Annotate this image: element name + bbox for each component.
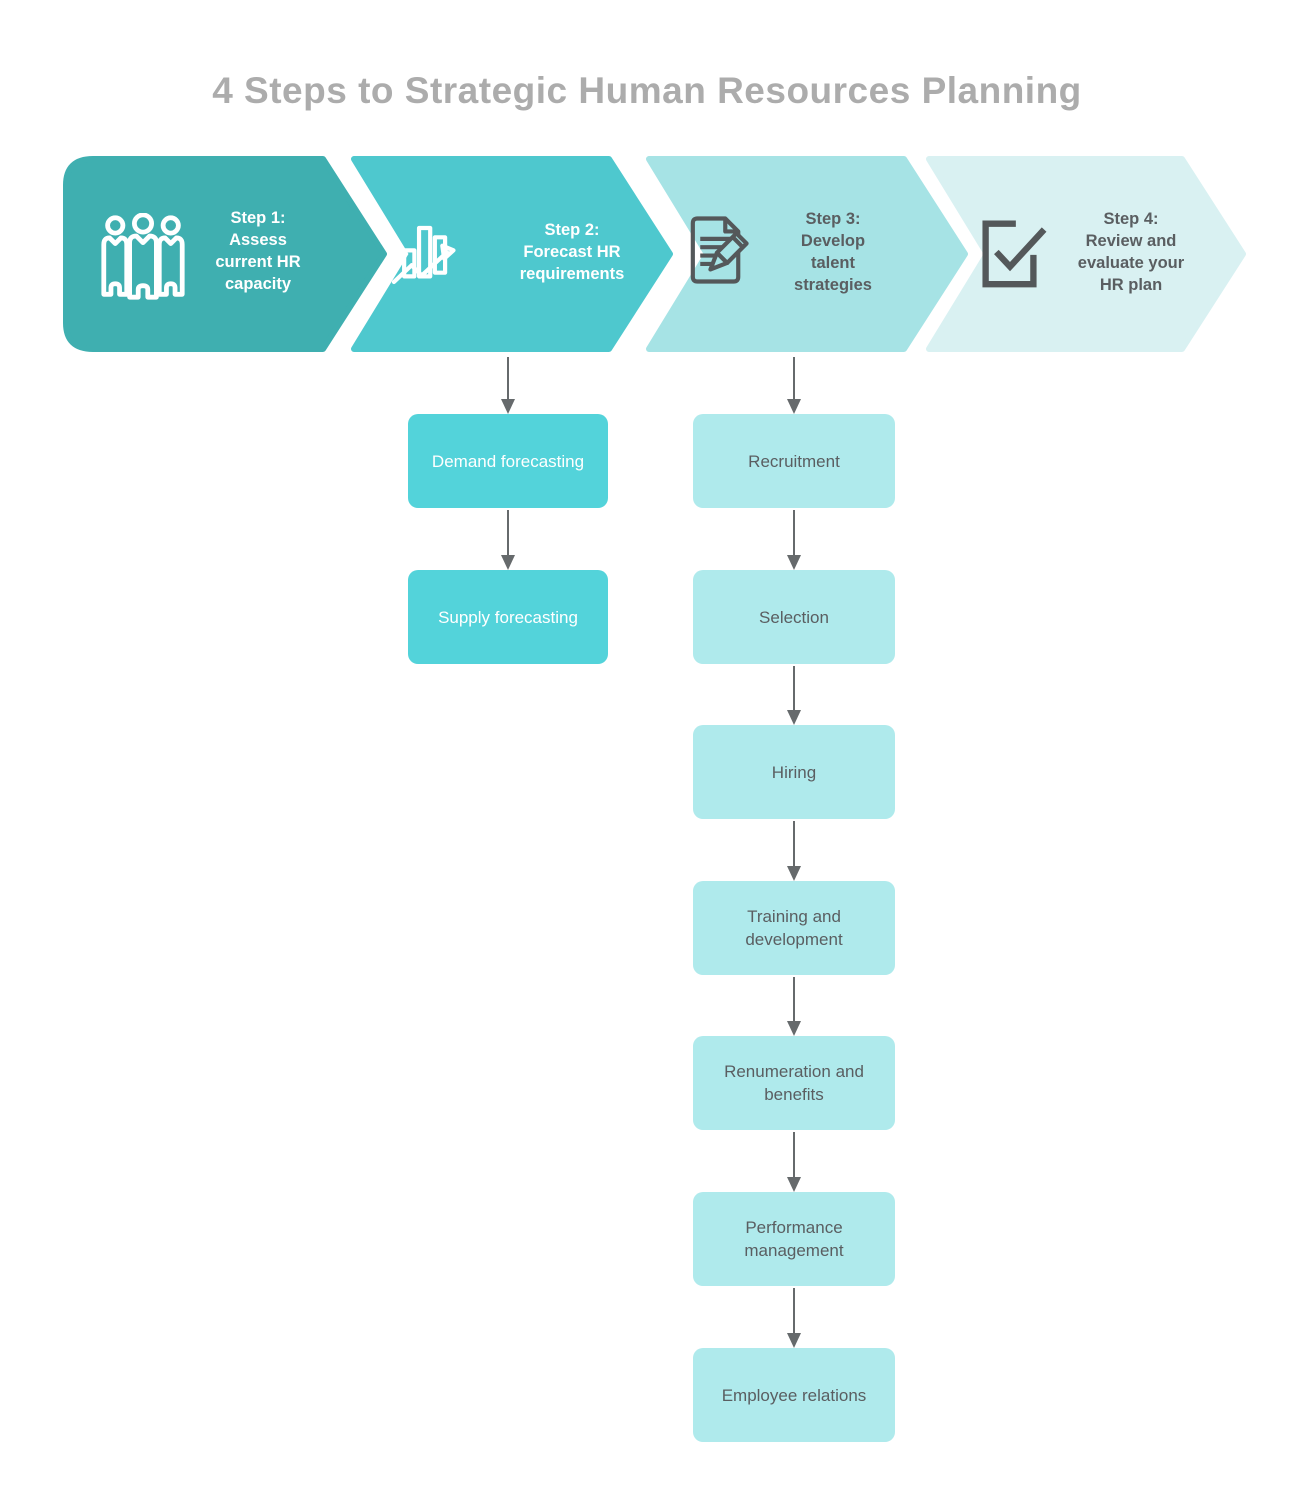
arrow-line: [507, 357, 509, 399]
step-4-label: Step 4: Review and evaluate your HR plan: [1077, 210, 1185, 294]
step-2-label: Step 2: Forecast HR requirements: [519, 221, 625, 283]
arrow-head: [787, 555, 801, 570]
flow-arrow: [501, 357, 515, 414]
arrow-line: [793, 666, 795, 710]
arrow-head: [501, 399, 515, 414]
substep-supply-forecasting: Supply forecasting: [408, 570, 608, 664]
arrow-head: [787, 1177, 801, 1192]
substep-employee-relations: Employee relations: [693, 1348, 895, 1442]
arrow-head: [787, 1333, 801, 1348]
document-pencil-icon: [690, 216, 749, 284]
flow-arrow: [787, 357, 801, 414]
arrow-line: [793, 357, 795, 399]
people-icon: [101, 213, 185, 300]
arrow-head: [787, 1021, 801, 1036]
flow-arrow: [787, 1288, 801, 1348]
substep-selection: Selection: [693, 570, 895, 664]
step-2-chevron: [351, 156, 673, 352]
flow-arrow: [787, 821, 801, 881]
arrow-line: [793, 821, 795, 866]
substep-hiring: Hiring: [693, 725, 895, 819]
flow-arrow: [787, 1132, 801, 1192]
diagram-title: 4 Steps to Strategic Human Resources Pla…: [212, 70, 1082, 111]
substep-performance-management: Performance management: [693, 1192, 895, 1286]
arrow-line: [793, 977, 795, 1021]
substep-demand-forecasting: Demand forecasting: [408, 414, 608, 508]
arrow-line: [507, 510, 509, 555]
flow-arrow: [787, 977, 801, 1036]
flow-arrow: [501, 510, 515, 570]
arrow-line: [793, 1288, 795, 1333]
arrow-line: [793, 510, 795, 555]
flow-arrow: [787, 666, 801, 725]
arrow-head: [501, 555, 515, 570]
substep-renumeration-benefits: Renumeration and benefits: [693, 1036, 895, 1130]
arrow-line: [793, 1132, 795, 1177]
arrow-head: [787, 866, 801, 881]
substep-recruitment: Recruitment: [693, 414, 895, 508]
step-3-label: Step 3: Develop talent strategies: [794, 210, 872, 294]
flow-arrow: [787, 510, 801, 570]
step-1-label: Step 1: Assess current HR capacity: [215, 209, 301, 293]
arrow-head: [787, 399, 801, 414]
arrow-head: [787, 710, 801, 725]
steps-chevron-band: [63, 156, 1246, 352]
checkbox-check-icon: [982, 220, 1047, 288]
substep-training-development: Training and development: [693, 881, 895, 975]
bar-chart-icon: [391, 225, 456, 285]
step-1-chevron: [63, 156, 387, 352]
